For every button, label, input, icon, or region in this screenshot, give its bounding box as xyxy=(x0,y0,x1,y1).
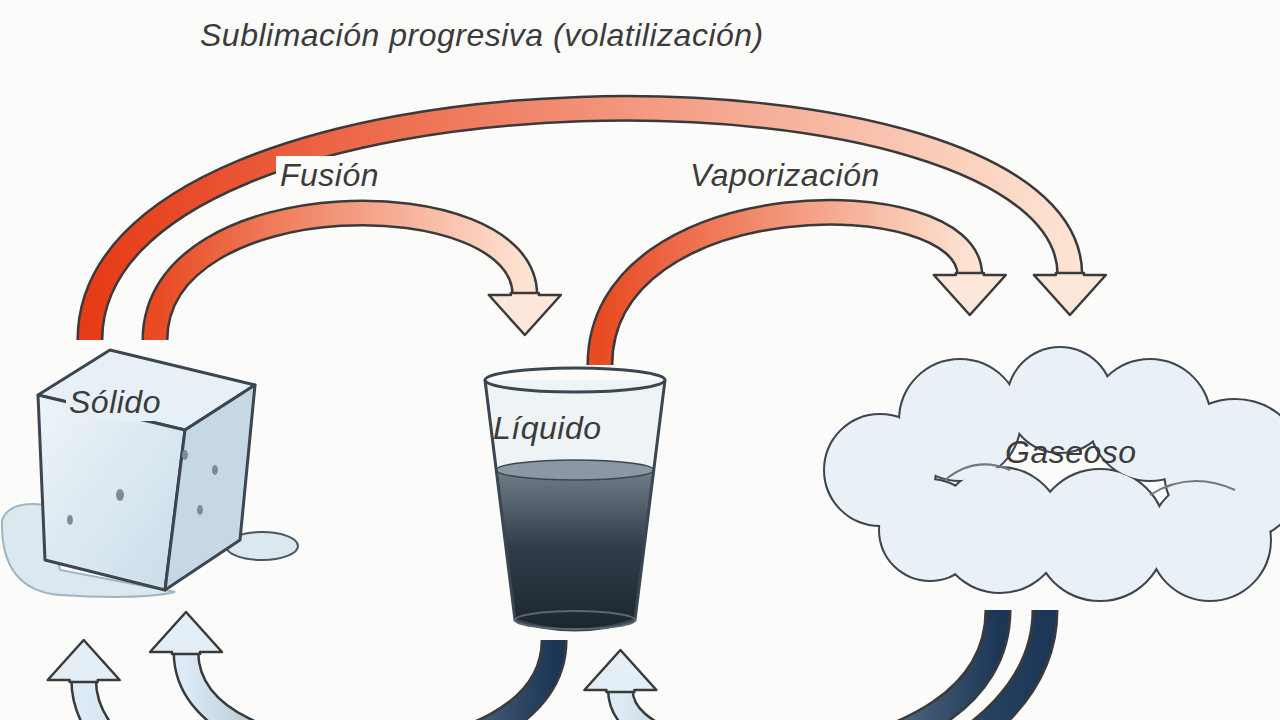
arrow-body xyxy=(84,610,1045,720)
cloud xyxy=(825,348,1280,600)
arrow-body xyxy=(620,610,998,720)
arrow-head xyxy=(150,612,222,654)
arrow-head xyxy=(1034,273,1106,315)
arrow-head xyxy=(48,640,120,682)
arrow-body xyxy=(186,640,554,720)
cloud-fill xyxy=(825,348,1280,600)
ice-cube xyxy=(2,350,298,597)
arrow-body xyxy=(600,212,970,365)
transition-arrow xyxy=(150,612,554,720)
arrow-outline xyxy=(84,610,1045,720)
state-node: Sólido xyxy=(0,340,310,600)
arrow-outline xyxy=(620,610,998,720)
state-label: Líquido xyxy=(493,409,601,447)
arrow-outline xyxy=(155,213,525,340)
state-node: Líquido xyxy=(480,365,675,640)
transition-arrow xyxy=(90,108,1106,340)
arrow-head xyxy=(934,273,1006,315)
transition-label: Vaporización xyxy=(686,156,884,194)
state-node: Gaseoso xyxy=(810,345,1280,610)
transition-arrow xyxy=(584,610,998,720)
cloud-fold xyxy=(1150,481,1235,495)
water-glass xyxy=(485,368,665,630)
state-label: Gaseoso xyxy=(1005,433,1137,471)
arrow-head xyxy=(584,650,656,692)
arrow-outline xyxy=(186,640,554,720)
arrow-outline xyxy=(600,212,970,365)
transition-arrow xyxy=(48,610,1045,720)
state-label: Sólido xyxy=(66,383,164,421)
arrow-body xyxy=(155,213,525,340)
cloud-fold xyxy=(945,464,1010,480)
transition-label: Fusión xyxy=(276,156,383,194)
transition-label: Sublimación progresiva (volatilización) xyxy=(196,16,768,54)
arrow-head xyxy=(489,293,561,335)
transition-arrow xyxy=(600,212,1006,365)
transition-arrow xyxy=(155,213,561,340)
